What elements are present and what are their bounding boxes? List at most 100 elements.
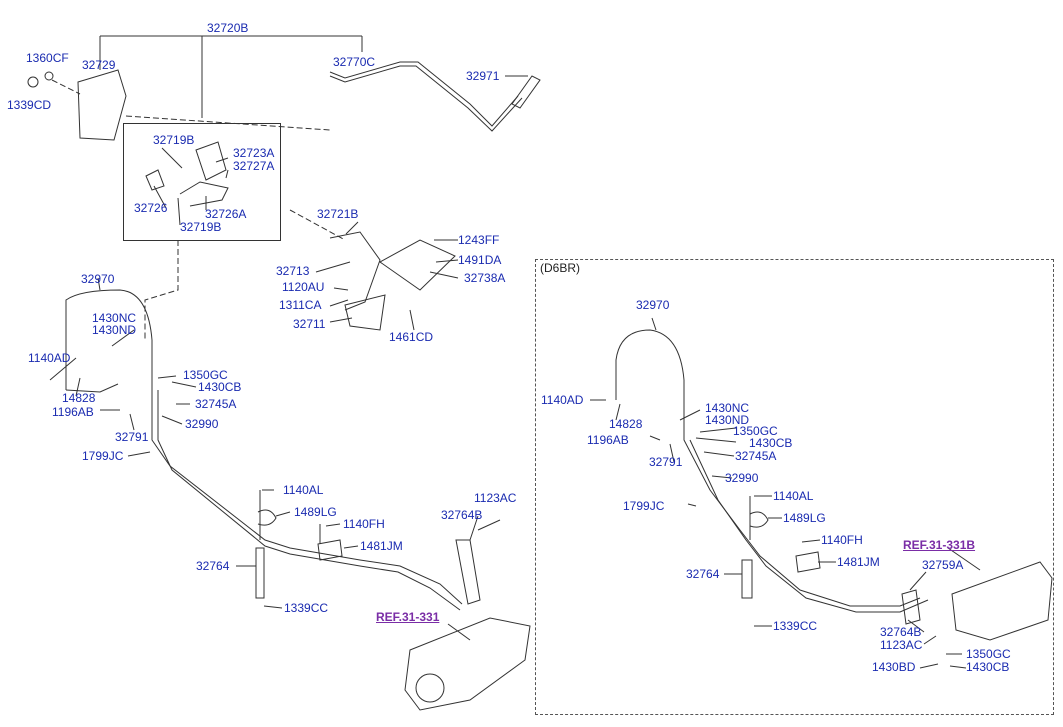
part-1430ND[interactable]: 1430ND [92, 323, 137, 337]
clamp-1481JM [317, 539, 343, 561]
pump-pulley [415, 673, 445, 703]
d6br-bracket-32764B [901, 589, 921, 625]
part-32719B-lower[interactable]: 32719B [180, 220, 222, 234]
cable-32990 [157, 390, 461, 611]
d6br-bracket-32764 [741, 559, 753, 599]
d6br-part-32791[interactable]: 32791 [649, 455, 683, 469]
d6br-part-32990[interactable]: 32990 [725, 471, 759, 485]
part-32970[interactable]: 32970 [81, 272, 115, 286]
leader-1123AC [477, 519, 501, 531]
cable-32970 [65, 289, 463, 605]
part-32721B[interactable]: 32721B [317, 207, 359, 221]
part-32791[interactable]: 32791 [115, 430, 149, 444]
d6br-clamp-1481JM [795, 551, 821, 573]
part-1430CB[interactable]: 1430CB [198, 380, 242, 394]
d6br-part-1339CC[interactable]: 1339CC [773, 619, 818, 633]
part-1140AL[interactable]: 1140AL [283, 483, 324, 497]
part-1360CF[interactable]: 1360CF [26, 51, 69, 65]
part-14828[interactable]: 14828 [62, 391, 96, 405]
d6br-part-1489LG[interactable]: 1489LG [783, 511, 826, 525]
throttle-rod-32770C [329, 61, 519, 127]
part-1491DA[interactable]: 1491DA [458, 253, 502, 267]
part-32971[interactable]: 32971 [466, 69, 500, 83]
part-32719B[interactable]: 32719B [153, 133, 195, 147]
part-32720B[interactable]: 32720B [207, 21, 249, 35]
d6br-part-1430CB[interactable]: 1430CB [749, 436, 793, 450]
bracket-32764B [455, 539, 481, 605]
bracket-32729 [77, 69, 127, 141]
part-1196AB[interactable]: 1196AB [52, 405, 94, 419]
d6br-part-1350GC-lower[interactable]: 1350GC [966, 647, 1011, 661]
part-1243FF[interactable]: 1243FF [458, 233, 500, 247]
part-32738A[interactable]: 32738A [464, 271, 506, 285]
part-32713[interactable]: 32713 [276, 264, 310, 278]
bolt-1339CD [27, 76, 39, 88]
d6br-clamp-1489LG [749, 511, 769, 528]
part-32726[interactable]: 32726 [134, 201, 168, 215]
d6br-part-1350GC[interactable]: 1350GC [733, 424, 778, 438]
leader-32720B [99, 35, 363, 118]
d6br-part-1481JM[interactable]: 1481JM [837, 555, 880, 569]
ref-31-331B-link[interactable]: REF.31-331B [903, 538, 976, 552]
leader-lines-main [49, 147, 479, 641]
part-32764[interactable]: 32764 [196, 559, 230, 573]
part-1140FH[interactable]: 1140FH [343, 517, 385, 531]
lever-32723A [195, 141, 227, 181]
pedal-base-32711 [344, 294, 386, 331]
d6br-pump [951, 561, 1053, 641]
part-32990[interactable]: 32990 [185, 417, 219, 431]
part-1339CD[interactable]: 1339CD [7, 98, 52, 112]
d6br-part-32970[interactable]: 32970 [636, 298, 670, 312]
part-1140AD[interactable]: 1140AD [28, 351, 71, 365]
clamp-1489LG [257, 509, 277, 526]
d6br-part-1123AC[interactable]: 1123AC [880, 638, 923, 652]
d6br-part-1140AL[interactable]: 1140AL [773, 489, 814, 503]
part-32770C[interactable]: 32770C [333, 55, 376, 69]
part-32729[interactable]: 32729 [82, 58, 116, 72]
part-1123AC[interactable]: 1123AC [474, 491, 517, 505]
part-32711[interactable]: 32711 [293, 317, 326, 331]
part-1799JC[interactable]: 1799JC [82, 449, 124, 463]
d6br-part-32745A[interactable]: 32745A [735, 449, 777, 463]
part-1430NC[interactable]: 1430NC [92, 311, 137, 325]
d6br-part-1430NC[interactable]: 1430NC [705, 401, 750, 415]
d6br-part-1430ND[interactable]: 1430ND [705, 413, 750, 427]
d6br-part-1430BD[interactable]: 1430BD [872, 660, 916, 674]
part-32727A[interactable]: 32727A [233, 159, 275, 173]
throttle-rod-32770C-outer [329, 65, 523, 132]
part-1350GC[interactable]: 1350GC [183, 368, 228, 382]
part-1311CA[interactable]: 1311CA [279, 298, 322, 312]
d6br-variant-frame [535, 259, 1054, 715]
d6br-part-32764B[interactable]: 32764B [880, 625, 922, 639]
part-32723A[interactable]: 32723A [233, 146, 275, 160]
d6br-cable-32990 [689, 439, 929, 613]
d6br-part-1140FH[interactable]: 1140FH [821, 533, 863, 547]
d6br-part-32759A[interactable]: 32759A [922, 558, 964, 572]
part-1489LG[interactable]: 1489LG [294, 505, 337, 519]
bracket-32764 [255, 547, 265, 599]
ref-31-331-link[interactable]: REF.31-331 [376, 610, 440, 624]
part-1481JM[interactable]: 1481JM [360, 539, 403, 553]
part-1339CC[interactable]: 1339CC [284, 601, 329, 615]
part-1461CD[interactable]: 1461CD [389, 330, 434, 344]
part-32726A[interactable]: 32726A [205, 207, 247, 221]
pedal-arm-32721B [329, 231, 381, 311]
d6br-part-32764[interactable]: 32764 [686, 567, 720, 581]
link-32726A [179, 181, 229, 207]
part-32745A[interactable]: 32745A [195, 397, 237, 411]
part-32764B[interactable]: 32764B [441, 508, 483, 522]
d6br-part-1430CB-lower[interactable]: 1430CB [966, 660, 1010, 674]
d6br-part-1140AD[interactable]: 1140AD [541, 393, 584, 407]
variant-label: (D6BR) [540, 261, 581, 275]
part-1120AU[interactable]: 1120AU [282, 280, 325, 294]
pedal-pad-32738A [379, 239, 456, 291]
pedal-link-detail-box [123, 123, 281, 241]
leader-lines-d6br [590, 317, 981, 669]
d6br-part-1799JC[interactable]: 1799JC [623, 499, 665, 513]
d6br-part-14828[interactable]: 14828 [609, 417, 643, 431]
d6br-cable-32970 [615, 329, 921, 607]
pump-ref-31-331 [404, 617, 531, 711]
bolt-1360CF [44, 71, 54, 81]
d6br-part-1196AB[interactable]: 1196AB [587, 433, 629, 447]
